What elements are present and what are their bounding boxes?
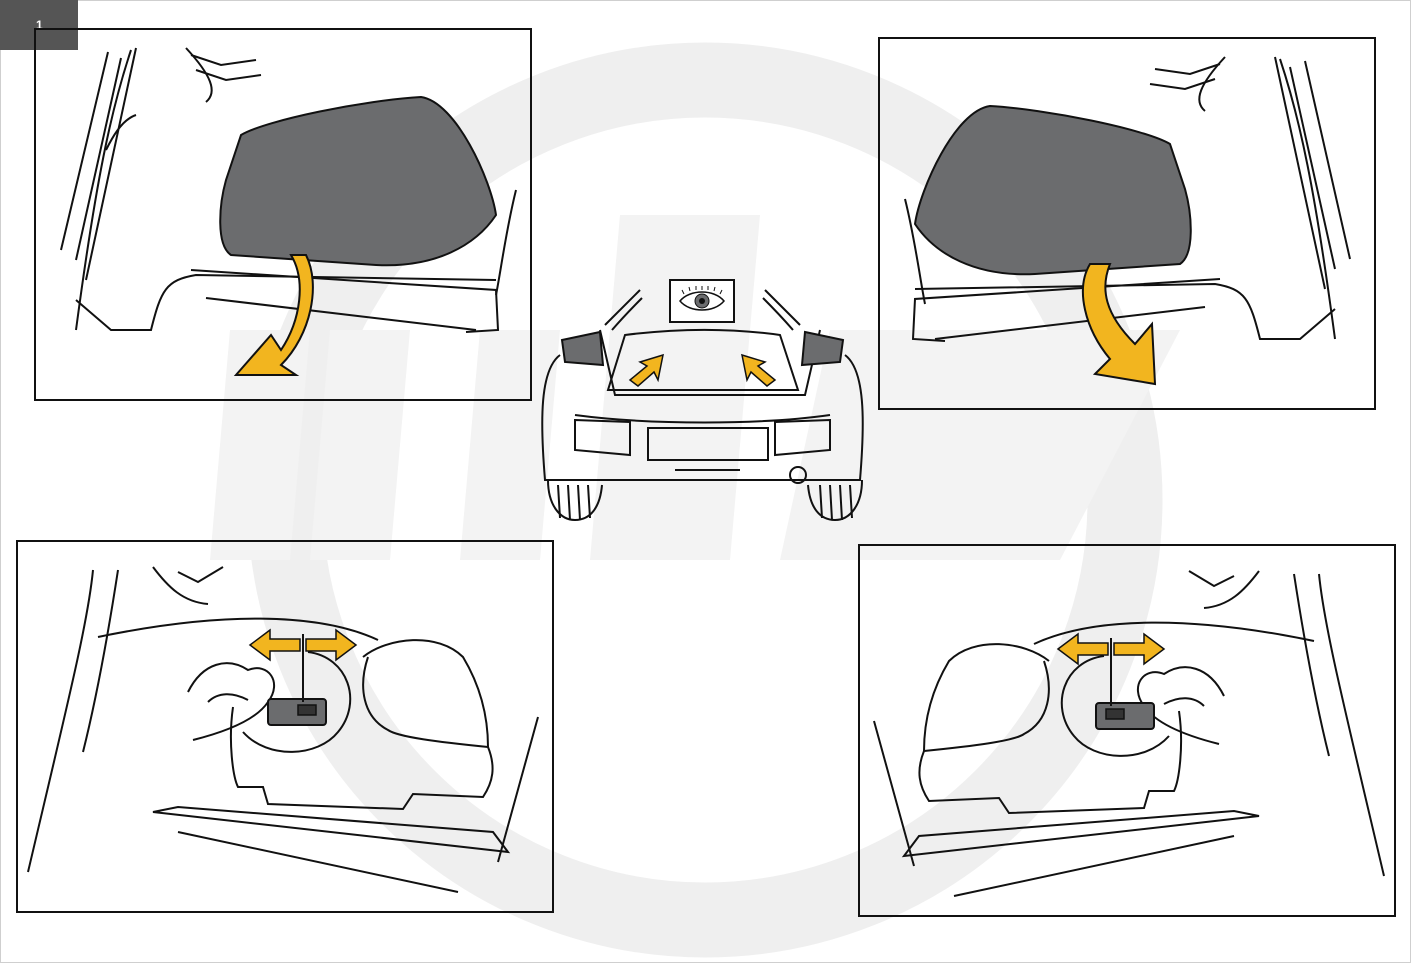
arrow-to-right-lamp-icon bbox=[741, 353, 777, 387]
curved-arrow-down-icon bbox=[1082, 263, 1157, 386]
left-lamp-removal-illustration bbox=[60, 47, 517, 376]
connector-plug bbox=[267, 698, 327, 726]
right-lamp-shape bbox=[913, 104, 1192, 276]
step-number-badge: 1 bbox=[0, 0, 78, 50]
panel-remove-left-lamp bbox=[34, 28, 532, 401]
double-arrow-icon bbox=[1056, 632, 1166, 706]
connector-plug bbox=[1095, 702, 1155, 730]
panel-unplug-right-connector bbox=[858, 544, 1396, 917]
left-connector-illustration bbox=[27, 566, 539, 893]
arrow-to-left-lamp-icon bbox=[628, 353, 664, 387]
panel-unplug-left-connector bbox=[16, 540, 554, 913]
right-lamp-removal-illustration bbox=[904, 56, 1351, 386]
right-connector-illustration bbox=[873, 570, 1385, 897]
car-rear-view bbox=[541, 279, 864, 522]
left-lamp-shape bbox=[219, 95, 498, 267]
left-tail-lamp bbox=[560, 330, 605, 367]
right-tail-lamp bbox=[800, 330, 845, 367]
eye-icon bbox=[669, 279, 735, 323]
step-number: 1 bbox=[36, 18, 43, 32]
double-arrow-icon bbox=[248, 628, 358, 702]
curved-arrow-down-icon bbox=[233, 254, 314, 376]
panel-remove-right-lamp bbox=[878, 37, 1376, 410]
